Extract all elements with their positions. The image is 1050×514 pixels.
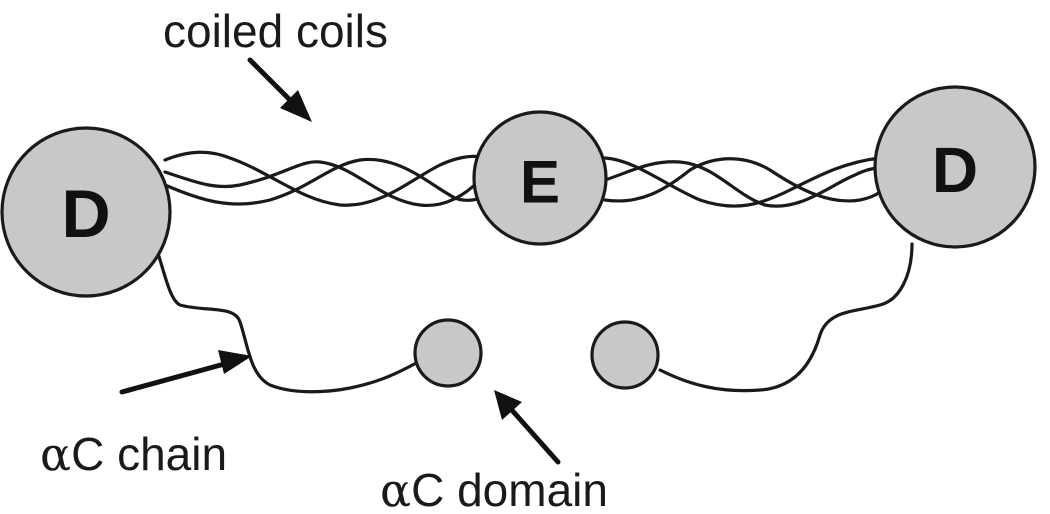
alpha-symbol: α [380,463,411,514]
e-domain: E [472,110,608,246]
coiled-coils-right [603,156,882,208]
alpha-symbol: α [40,427,71,481]
coil-strand [163,150,482,207]
ac-chain-arrow [119,350,252,395]
d-domain-left: D [0,126,172,298]
ac-domain-text: C domain [411,464,608,514]
d-domain-circle [873,85,1037,249]
coil-strand [603,160,882,208]
ac-chain-text: C chain [71,428,227,480]
coil-strand [603,156,882,208]
ac-domain-left [413,318,483,388]
d-domain-right: D [873,85,1037,249]
ac-domain-arrow [494,390,561,465]
d-domain-circle [0,126,172,298]
ac-chain-left [155,248,420,394]
d-domain-label: D [932,134,978,206]
coil-strand [603,157,882,203]
ac-chain-label: αC chain [40,427,227,481]
coiled-coils-arrow [247,57,312,122]
coil-strand [163,160,482,208]
e-domain-circle [472,110,608,246]
coiled-coils-label: coiled coils [163,5,388,57]
e-domain-label: E [520,149,560,216]
coil-strand [163,157,482,206]
d-domain-label: D [61,176,110,252]
ac-domain-label: αC domain [380,463,608,514]
ac-chain-right [658,242,914,393]
coiled-coils-left [163,150,482,208]
ac-domain-right [590,320,660,390]
